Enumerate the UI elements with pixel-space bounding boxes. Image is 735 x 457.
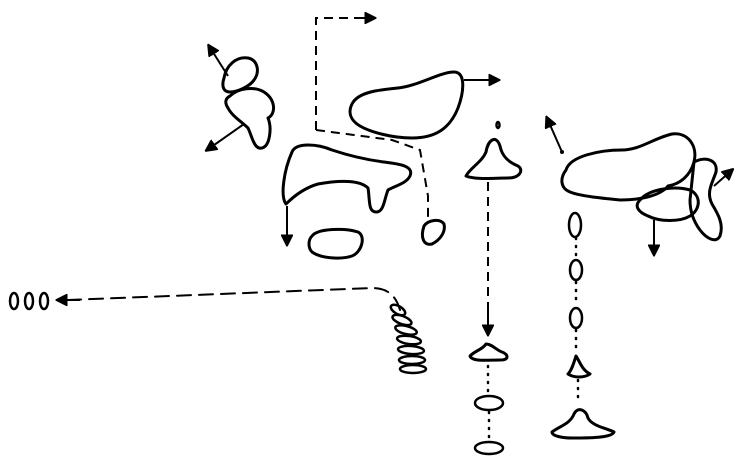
- dot-top: [495, 120, 501, 130]
- shape-small-block: [420, 218, 446, 246]
- coil-7: [398, 363, 428, 375]
- coil-3: [394, 324, 418, 336]
- cluster-right: [547, 118, 732, 440]
- chain-oval-2: [568, 258, 584, 282]
- dot-anchor: [560, 150, 564, 154]
- coil-5: [396, 344, 426, 356]
- shape-bell-top: [464, 138, 523, 180]
- coil-1: [389, 303, 407, 317]
- shape-branching: [281, 143, 413, 214]
- shape-chain-bell-small: [566, 354, 592, 379]
- arrow-down-left-line: [207, 123, 245, 150]
- dashed-route-top: [315, 17, 370, 130]
- coil-4: [395, 334, 423, 346]
- dashed-route-down: [315, 129, 429, 222]
- dashed-long-left: [67, 286, 401, 311]
- cluster-top-center: [348, 70, 498, 140]
- far-left-oval-3: [38, 291, 50, 311]
- shape-disc-bottom: [473, 440, 505, 456]
- far-left-oval-2: [23, 291, 35, 311]
- shape-bell-bottom: [468, 342, 509, 362]
- cluster-center-column: [464, 120, 523, 456]
- shape-upper-left-piece-lower: [224, 87, 275, 150]
- far-left-oval-1: [8, 291, 20, 311]
- cluster-top-left: [207, 46, 275, 150]
- dashed-bracket-path: [315, 17, 429, 222]
- chain-oval-3: [568, 306, 584, 330]
- shape-upper-left-piece: [221, 56, 259, 94]
- cluster-middle-left: [281, 143, 446, 260]
- arrow-up-left-right: [547, 118, 563, 153]
- coil-2: [391, 313, 413, 327]
- shape-elongated: [348, 70, 465, 140]
- shape-disc: [473, 394, 505, 412]
- shape-right-layer: [635, 186, 700, 222]
- shape-oval-small: [307, 227, 364, 260]
- cluster-coil: [8, 286, 428, 375]
- arrow-up-left-line: [209, 46, 229, 77]
- coil-6: [397, 354, 427, 366]
- shape-right-tail: [688, 157, 723, 242]
- shape-chain-bell-large: [550, 408, 616, 440]
- arrow-right-right: [713, 170, 732, 187]
- chain-oval-1: [567, 211, 583, 239]
- shape-large-right: [560, 132, 697, 202]
